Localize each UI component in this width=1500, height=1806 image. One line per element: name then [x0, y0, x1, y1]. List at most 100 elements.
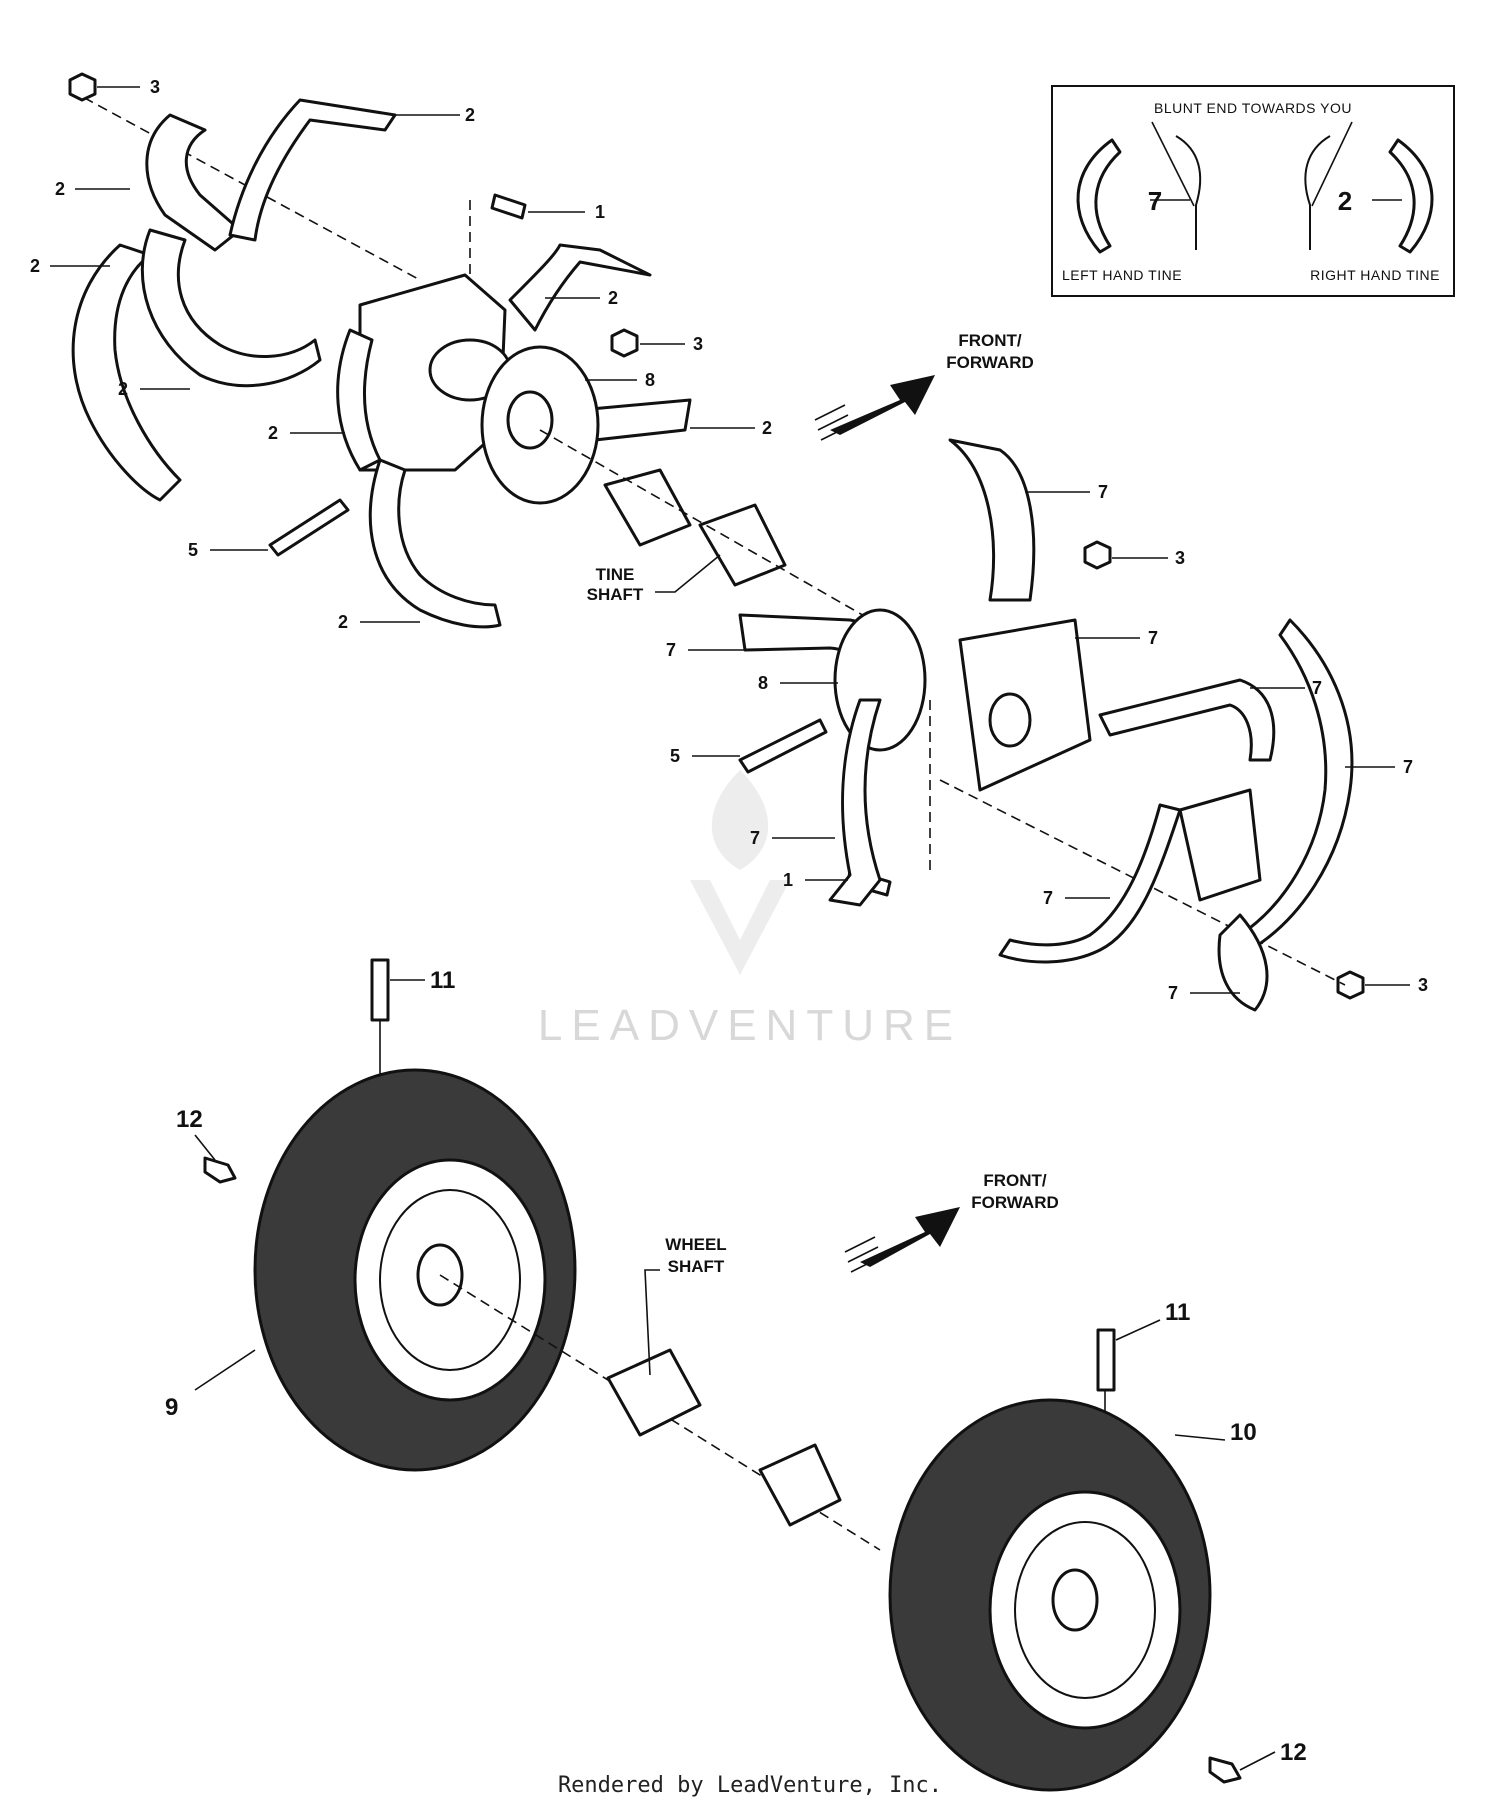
callout-10: 10: [1230, 1419, 1257, 1446]
callout-7: 7: [1403, 757, 1413, 777]
hub-bore-upper: [506, 390, 554, 450]
callout-11: 11: [1165, 1299, 1190, 1326]
tine-7-bottom: [998, 803, 1182, 964]
legend-title: BLUNT END TOWARDS YOU: [1154, 100, 1352, 116]
callout-2: 2: [118, 379, 128, 399]
callout-7: 7: [666, 640, 676, 660]
tine-7-bottom-left: [828, 698, 882, 907]
callout-2: 2: [465, 105, 475, 125]
wheel-shaft: [439, 1274, 881, 1551]
footer-credit: Rendered by LeadVenture, Inc.: [558, 1773, 942, 1798]
tine-2-top: [228, 98, 397, 242]
wheel-hub-10: [1051, 1568, 1099, 1632]
tine-7-top: [948, 438, 1036, 602]
forward-arrow-upper-icon: [830, 375, 935, 435]
callout-2: 2: [762, 418, 772, 438]
pin-11-upper: [370, 958, 390, 1022]
callouts: 3 2 2 1 2 2 3 8 2 2 2 5 2 7 3 7 7 8 7: [30, 77, 1428, 1771]
front-forward-lower-line1: FRONT/: [983, 1171, 1047, 1190]
callout-8: 8: [758, 673, 768, 693]
tine-7-right-outer: [1238, 618, 1354, 952]
callout-1: 1: [595, 202, 605, 222]
callout-2: 2: [268, 423, 278, 443]
hub-bore-lower: [988, 692, 1032, 748]
callout-2: 2: [608, 288, 618, 308]
nut-3-b: [610, 328, 639, 358]
bolt-5-upper: [268, 498, 350, 557]
front-forward-lower-line2: FORWARD: [971, 1193, 1059, 1212]
pin-11-lower: [1096, 1328, 1116, 1392]
nut-3-d: [1336, 970, 1365, 1000]
wheel-9-left: [203, 958, 577, 1472]
left-tine-side-view: [1076, 138, 1122, 254]
wheel-10-right: [888, 1328, 1242, 1792]
callout-7: 7: [750, 828, 760, 848]
tine-shaft-line2: SHAFT: [587, 585, 644, 604]
callout-9: 9: [165, 1394, 178, 1421]
callout-3: 3: [693, 334, 703, 354]
wheel-shaft-line2: SHAFT: [668, 1257, 725, 1276]
callout-7: 7: [1148, 628, 1158, 648]
front-forward-upper-line2: FORWARD: [946, 353, 1034, 372]
left-tine-edge-view: [1175, 135, 1202, 250]
wheel-shaft-note: WHEEL SHAFT: [644, 1235, 727, 1376]
callout-3: 3: [1418, 975, 1428, 995]
right-tine-edge-view: [1304, 135, 1331, 250]
tine-shaft-half-a: [603, 468, 692, 547]
watermark-v-icon: [690, 880, 790, 975]
bolt-1-upper: [490, 193, 527, 220]
right-tine-side-view: [1388, 138, 1434, 254]
tine-shaft-line1: TINE: [596, 565, 635, 584]
tine-2-bottom: [368, 458, 502, 629]
callout-2: 2: [338, 612, 348, 632]
callout-7: 7: [1168, 983, 1178, 1003]
legend-right-caption: RIGHT HAND TINE: [1310, 267, 1440, 283]
forward-arrow-lower-icon: [860, 1207, 960, 1267]
callout-8: 8: [645, 370, 655, 390]
callout-12: 12: [1280, 1739, 1307, 1766]
tine-2-left-inner: [140, 228, 322, 388]
tine-orientation-legend: BLUNT END TOWARDS YOU 7 2 LEFT HAND TINE…: [1051, 85, 1455, 297]
tine-2-center-upper: [508, 243, 652, 332]
front-forward-upper-line1: FRONT/: [958, 331, 1022, 350]
wheel-shaft-half-b: [758, 1443, 842, 1527]
nut-3-c: [1083, 540, 1112, 570]
tine-2-left-outer: [71, 243, 182, 502]
right-hand-tine-assembly: [69, 89, 692, 629]
wheel-shaft-line1: WHEEL: [665, 1235, 726, 1254]
front-forward-arrow-upper: FRONT/ FORWARD: [814, 331, 1034, 441]
tine-7-right-upper: [1098, 678, 1276, 762]
callout-1: 1: [783, 870, 793, 890]
tine-shaft-half-b: [698, 503, 787, 587]
callout-7: 7: [1043, 888, 1053, 908]
nut-3-a: [68, 72, 97, 102]
legend-left-caption: LEFT HAND TINE: [1062, 267, 1182, 283]
left-hand-tine-assembly: [738, 438, 1354, 1012]
callout-7: 7: [1312, 678, 1322, 698]
callout-5: 5: [670, 746, 680, 766]
watermark-text: LEADVENTURE: [538, 1001, 962, 1050]
tine-shaft: [539, 429, 881, 626]
wheel-shaft-half-a: [606, 1348, 702, 1437]
callout-2: 2: [30, 256, 40, 276]
tine-2-center-left: [336, 328, 382, 472]
tine-7-spacer-plate: [1178, 788, 1262, 902]
callout-11: 11: [430, 967, 455, 994]
callout-12: 12: [176, 1106, 203, 1133]
retaining-plate-8-lower: [833, 608, 927, 752]
clip-12-lower: [1208, 1756, 1242, 1784]
watermark-flame-icon: [711, 770, 769, 870]
callout-2: 2: [55, 179, 65, 199]
callout-3: 3: [1175, 548, 1185, 568]
tine-7-lower-right: [1217, 913, 1269, 1012]
callout-3: 3: [150, 77, 160, 97]
callout-7: 7: [1098, 482, 1108, 502]
legend-right-number: 2: [1338, 186, 1352, 216]
front-forward-arrow-lower: FRONT/ FORWARD: [844, 1171, 1059, 1273]
legend-left-number: 7: [1148, 186, 1162, 216]
tine-2-upper: [145, 113, 242, 252]
callout-5: 5: [188, 540, 198, 560]
clip-12-upper: [203, 1156, 237, 1184]
tine-shaft-note: TINE SHAFT: [587, 554, 721, 604]
